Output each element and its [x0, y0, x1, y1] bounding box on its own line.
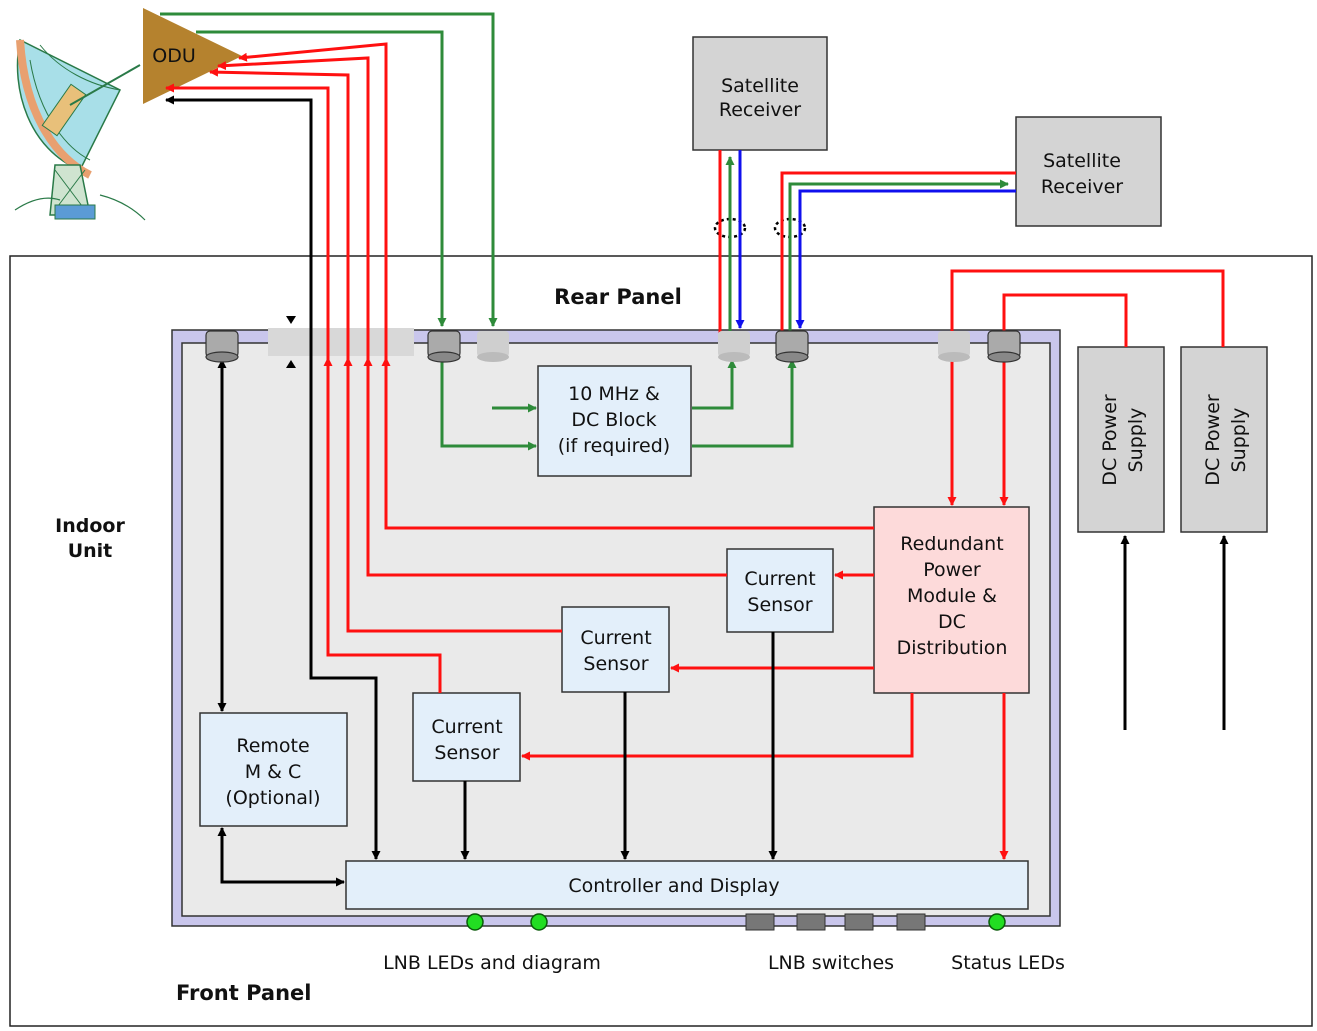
strip-arrow-down	[286, 316, 296, 324]
current-sensor-3-line2: Sensor	[434, 742, 499, 764]
rpm-line2: Power	[923, 559, 981, 581]
lnb-switch-3[interactable]	[844, 913, 874, 931]
current-sensor-1-line1: Current	[744, 568, 815, 590]
power-rpm-cs3	[521, 693, 914, 761]
control-odu-controller	[309, 330, 381, 860]
satellite-receiver-2-line2: Receiver	[1041, 176, 1123, 198]
power-line-cs1	[363, 357, 727, 577]
rpm-line5: Distribution	[897, 637, 1008, 659]
rear-connectors	[205, 330, 1021, 363]
lnb-led-2	[530, 913, 548, 931]
rf-to-block	[440, 356, 537, 451]
power-line-a	[238, 42, 388, 365]
dc-power-supply-1-line2: Supply	[1125, 408, 1147, 473]
lnb-switch-4[interactable]	[896, 913, 926, 931]
power-line-d	[165, 83, 330, 365]
satellite-receiver-2	[1015, 116, 1162, 227]
current-sensor-2-line2: Sensor	[583, 653, 648, 675]
satellite-receiver-2-line1: Satellite	[1043, 150, 1121, 172]
lnb-leds-label: LNB LEDs and diagram	[383, 952, 601, 974]
satellite-receiver-1-line1: Satellite	[721, 75, 799, 97]
connector-psu-2	[987, 330, 1021, 363]
dc-power-supply-1-line1: DC Power	[1099, 394, 1121, 486]
connector-rf-1	[427, 330, 461, 363]
connector-rx-2	[775, 330, 809, 363]
connector-strip	[268, 328, 414, 356]
indoor-unit-label-line2: Unit	[68, 540, 113, 562]
rpm-line1: Redundant	[900, 533, 1003, 555]
remote-mc-line2: M & C	[245, 761, 302, 783]
current-sensor-1-line2: Sensor	[747, 594, 812, 616]
current-sensor-1-box	[726, 548, 834, 633]
rf-line-2	[196, 30, 447, 327]
odu-label: ODU	[152, 45, 196, 67]
lnb-switches-label: LNB switches	[768, 952, 894, 974]
strip-arrow-up	[286, 360, 296, 368]
connector-psu-1	[938, 331, 970, 362]
connector-rf-2	[477, 331, 509, 362]
current-sensor-2-box	[561, 606, 670, 693]
dc-power-supply-2-line2: Supply	[1228, 408, 1250, 473]
rf-line-1	[160, 12, 498, 327]
dc-block-line3: (if required)	[558, 435, 670, 457]
dc-power-supply-2	[1180, 346, 1268, 533]
connector-remote	[205, 330, 239, 363]
control-remote-controller	[217, 827, 345, 887]
rf-block-out-2	[692, 359, 797, 448]
power-psu2-rpm	[947, 269, 1225, 506]
power-line-cs2	[343, 357, 562, 633]
status-led	[988, 913, 1006, 931]
front-panel-label: Front Panel	[176, 981, 311, 1005]
dc-power-supply-2-line1: DC Power	[1202, 394, 1224, 486]
satellite-dish-icon	[14, 38, 146, 221]
remote-mc-line3: (Optional)	[225, 787, 320, 809]
power-rx2	[780, 171, 1016, 336]
rear-panel-label: Rear Panel	[554, 285, 682, 309]
ref-rx2	[795, 189, 1016, 329]
power-psu1-rpm	[999, 293, 1128, 506]
power-line-b	[217, 56, 370, 365]
rpm-line4: DC	[938, 611, 966, 633]
remote-mc-line1: Remote	[236, 735, 309, 757]
indoor-unit-label-line1: Indoor	[55, 515, 125, 537]
lnb-switch-2[interactable]	[796, 913, 826, 931]
controller-display-box	[345, 860, 1029, 910]
satellite-receiver-1	[692, 36, 828, 151]
dc-block-line1: 10 MHz &	[568, 383, 660, 405]
rpm-line3: Module &	[907, 585, 997, 607]
controller-display-label: Controller and Display	[568, 875, 779, 897]
redundant-power-module-box	[873, 506, 1030, 694]
power-line-c	[209, 67, 350, 365]
lnb-switch-1[interactable]	[745, 913, 775, 931]
current-sensor-3-line1: Current	[431, 716, 502, 738]
dc-block-line2: DC Block	[571, 409, 656, 431]
connector-rx-1	[718, 331, 750, 362]
current-sensor-2-line1: Current	[580, 627, 651, 649]
rf-rx2	[788, 179, 1009, 336]
power-line-rpm-top	[381, 357, 874, 530]
rf-block-out-1	[692, 359, 737, 410]
dc-block-box	[537, 365, 692, 477]
remote-mc-box	[199, 712, 348, 827]
satellite-receiver-1-line2: Receiver	[719, 99, 801, 121]
power-line-cs3	[323, 357, 442, 693]
odu-triangle	[143, 8, 242, 104]
status-leds-label: Status LEDs	[951, 952, 1065, 974]
lnb-led-1	[466, 913, 484, 931]
control-odu	[165, 95, 313, 330]
dc-power-supply-1	[1077, 346, 1165, 533]
